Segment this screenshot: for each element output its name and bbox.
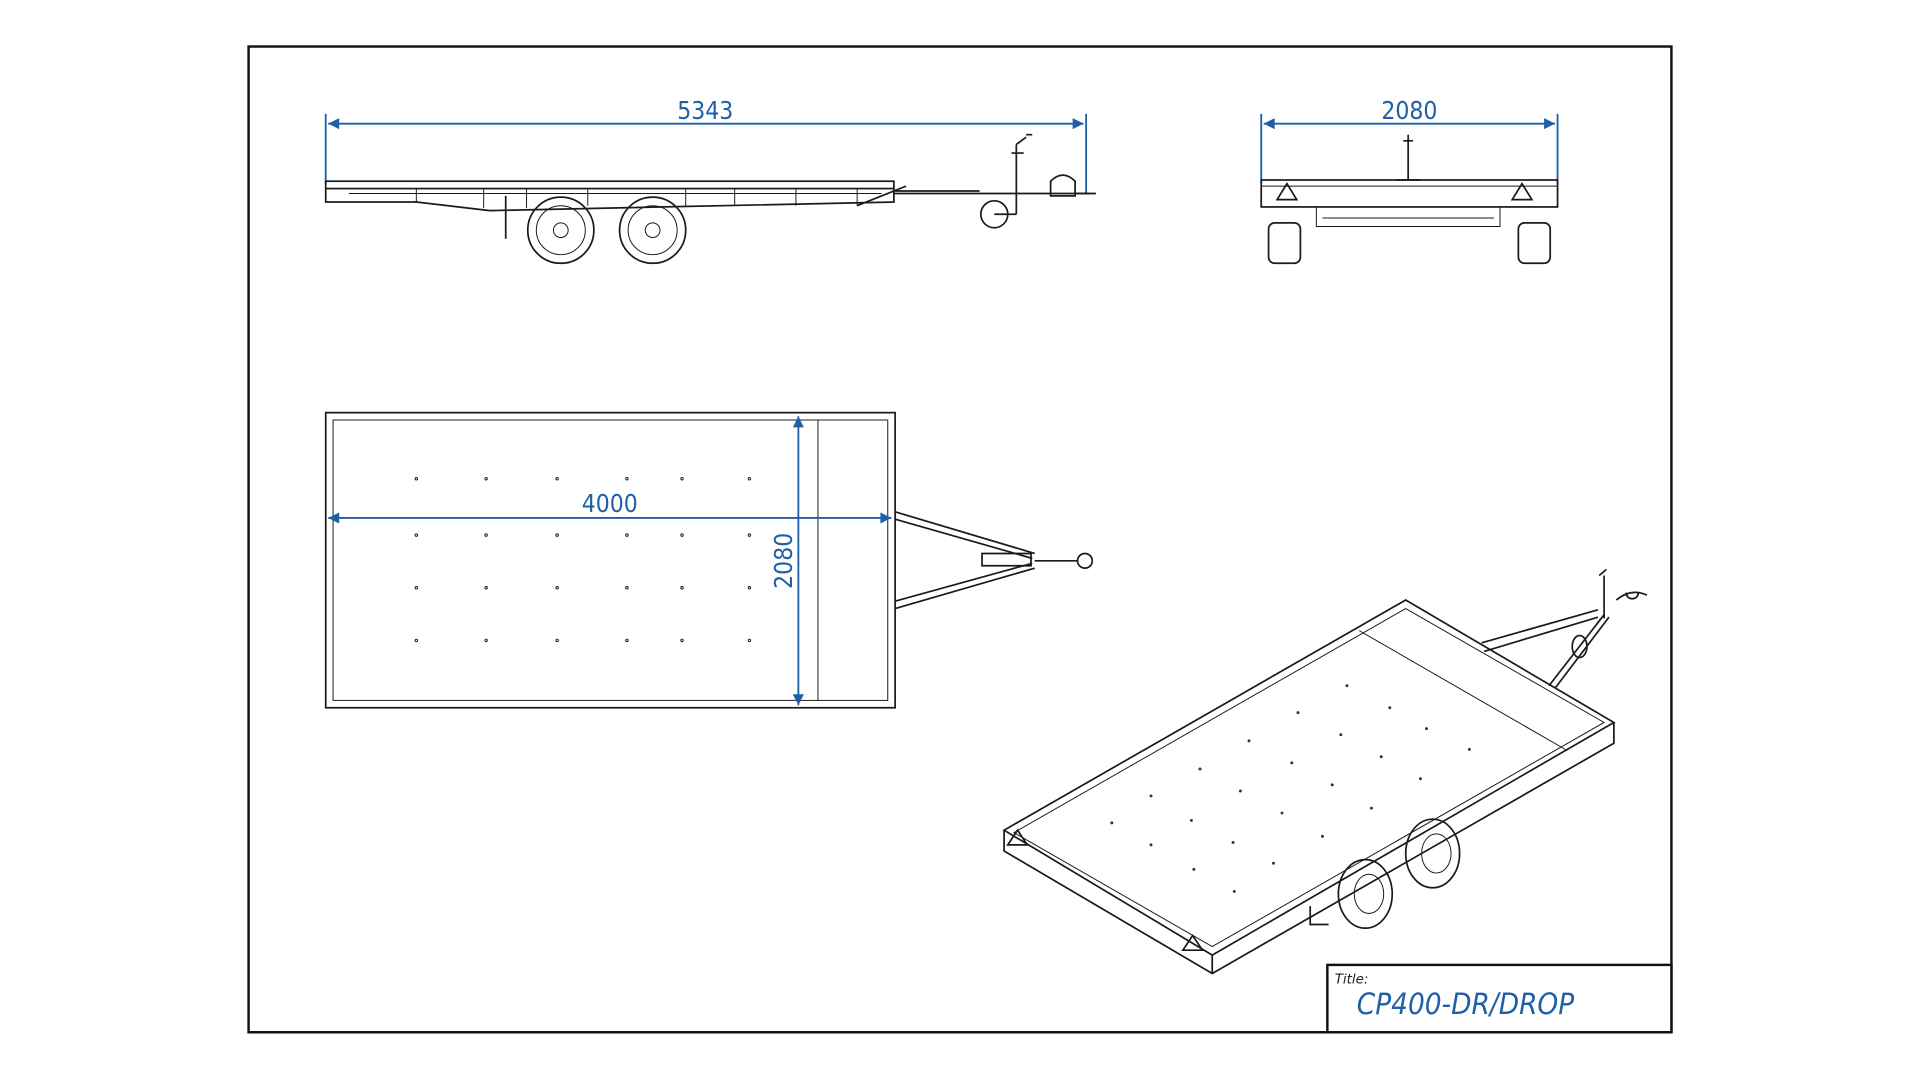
dimension-deck-length-label: 4000 bbox=[582, 489, 638, 518]
top-view: 4000 2080 bbox=[324, 411, 1094, 709]
wheel bbox=[1267, 222, 1302, 265]
drawing-title: CP400-DR/DROP bbox=[1357, 987, 1574, 1021]
isometric-view bbox=[1002, 568, 1648, 975]
dimension-length-label: 5343 bbox=[677, 96, 733, 125]
side-view: 5343 bbox=[324, 96, 1096, 265]
drawing-frame bbox=[247, 45, 1673, 1034]
wheel bbox=[1404, 818, 1461, 889]
dimension-deck-width-label: 2080 bbox=[769, 533, 798, 589]
title-label: Title: bbox=[1335, 972, 1369, 987]
title-block: Title: CP400-DR/DROP bbox=[1326, 963, 1673, 1034]
wheel bbox=[1517, 222, 1552, 265]
wheel bbox=[1337, 858, 1394, 930]
front-view: 2080 bbox=[1260, 96, 1559, 265]
wheel bbox=[618, 196, 687, 265]
wheel bbox=[526, 196, 595, 265]
dimension-width-label: 2080 bbox=[1381, 96, 1437, 125]
